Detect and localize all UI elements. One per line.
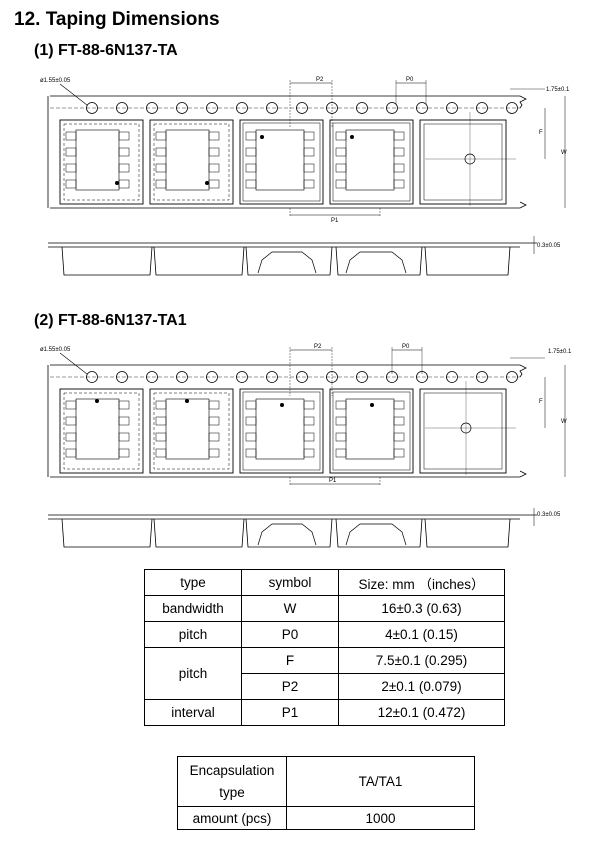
encapsulation-type-label: Encapsulation type [177, 756, 287, 807]
table-header-row: type symbol Size: mm （inches） [144, 569, 505, 596]
subsection-title-ta: (1) FT-88-6N137-TA [34, 42, 178, 59]
table-row: amount (pcs) 1000 [177, 806, 475, 830]
hole-dia-label: ø1.55±0.05 [40, 347, 71, 353]
row-size: 16±0.3 (0.63) [338, 595, 505, 622]
table-row: Encapsulation type TA/TA1 [177, 756, 475, 807]
p1-dimension: P1 [289, 477, 381, 486]
section-heading: 12. Taping Dimensions [14, 9, 220, 30]
amount-value: 1000 [286, 806, 475, 830]
hole-dia-label: ø1.55±0.05 [40, 78, 71, 84]
w-dimension: W [561, 96, 567, 208]
p2-dimension: P2 [289, 344, 333, 396]
table-row: bandwidth W 16±0.3 (0.63) [144, 595, 505, 622]
p0-dimension: P0 [391, 344, 423, 374]
p1-dimension: P1 [289, 208, 381, 224]
w-label: W [561, 150, 567, 156]
row-size: 7.5±0.1 (0.295) [338, 647, 505, 674]
pin-one-dots [115, 135, 354, 185]
offset-label: 1.75±0.1 [548, 349, 572, 355]
w-dimension: W [561, 365, 567, 477]
table-row: P2 2±0.1 (0.079) [145, 673, 505, 700]
thickness-label: 0.3±0.05 [537, 512, 561, 518]
row-symbol: F [241, 647, 339, 674]
tape-side-view [48, 242, 537, 276]
p2-label: P2 [316, 77, 324, 83]
header-size: Size: mm （inches） [338, 569, 505, 596]
p0-label: P0 [402, 344, 410, 350]
f-label: F [539, 130, 543, 136]
p1-label: P1 [331, 218, 339, 224]
p0-label: P0 [406, 77, 414, 83]
taping-spec-table: type symbol Size: mm （inches） bandwidth … [144, 569, 505, 726]
p2-dimension: P2 [289, 77, 333, 127]
subsection-title-ta1: (2) FT-88-6N137-TA1 [34, 312, 187, 329]
offset-label: 1.75±0.1 [546, 87, 570, 93]
packaging-table: Encapsulation type TA/TA1 amount (pcs) 1… [177, 756, 475, 830]
row-type: interval [144, 699, 242, 726]
p1-label: P1 [329, 478, 337, 484]
tape-side-view [48, 514, 537, 548]
row-symbol: P1 [241, 699, 339, 726]
thickness-label: 0.3±0.05 [537, 243, 561, 249]
amount-label: amount (pcs) [177, 806, 287, 830]
offset-dimension: 1.75±0.1 [510, 87, 570, 93]
p2-label: P2 [314, 344, 322, 350]
row-type: pitch [144, 621, 242, 648]
encapsulation-type-value: TA/TA1 [286, 756, 475, 807]
tape-drawing-ta1: ø1.55±0.05 P2 P0 1.75±0.1 [40, 344, 572, 548]
row-size: 2±0.1 (0.079) [338, 673, 505, 700]
hole-dia-annotation: ø1.55±0.05 [40, 78, 88, 106]
header-symbol: symbol [241, 569, 339, 596]
header-type: type [144, 569, 242, 596]
pin-one-dots [95, 399, 374, 407]
row-size: 4±0.1 (0.15) [338, 621, 505, 648]
p0-dimension: P0 [395, 77, 427, 105]
table-row: pitch F 7.5±0.1 (0.295) [144, 647, 505, 700]
table-row: interval P1 12±0.1 (0.472) [144, 699, 505, 726]
tape-drawing-ta: ø1.55±0.05 P2 P0 1.75±0.1 [40, 77, 570, 276]
offset-dimension: 1.75±0.1 [510, 349, 572, 359]
table-row: pitch P0 4±0.1 (0.15) [144, 621, 505, 648]
row-symbol: W [241, 595, 339, 622]
row-type: bandwidth [144, 595, 242, 622]
row-type: pitch [144, 647, 242, 700]
thickness-dimension: 0.3±0.05 [533, 236, 561, 254]
row-symbol: P2 [241, 673, 339, 700]
w-label: W [561, 419, 567, 425]
row-symbol: P0 [241, 621, 339, 648]
tape-top-view [47, 95, 527, 209]
row-size: 12±0.1 (0.472) [338, 699, 505, 726]
f-dimension: F [539, 108, 546, 159]
f-label: F [539, 399, 543, 405]
f-dimension: F [539, 377, 546, 428]
hole-dia-annotation: ø1.55±0.05 [40, 347, 88, 375]
thickness-dimension: 0.3±0.05 [533, 508, 561, 526]
tape-top-view [47, 364, 527, 478]
